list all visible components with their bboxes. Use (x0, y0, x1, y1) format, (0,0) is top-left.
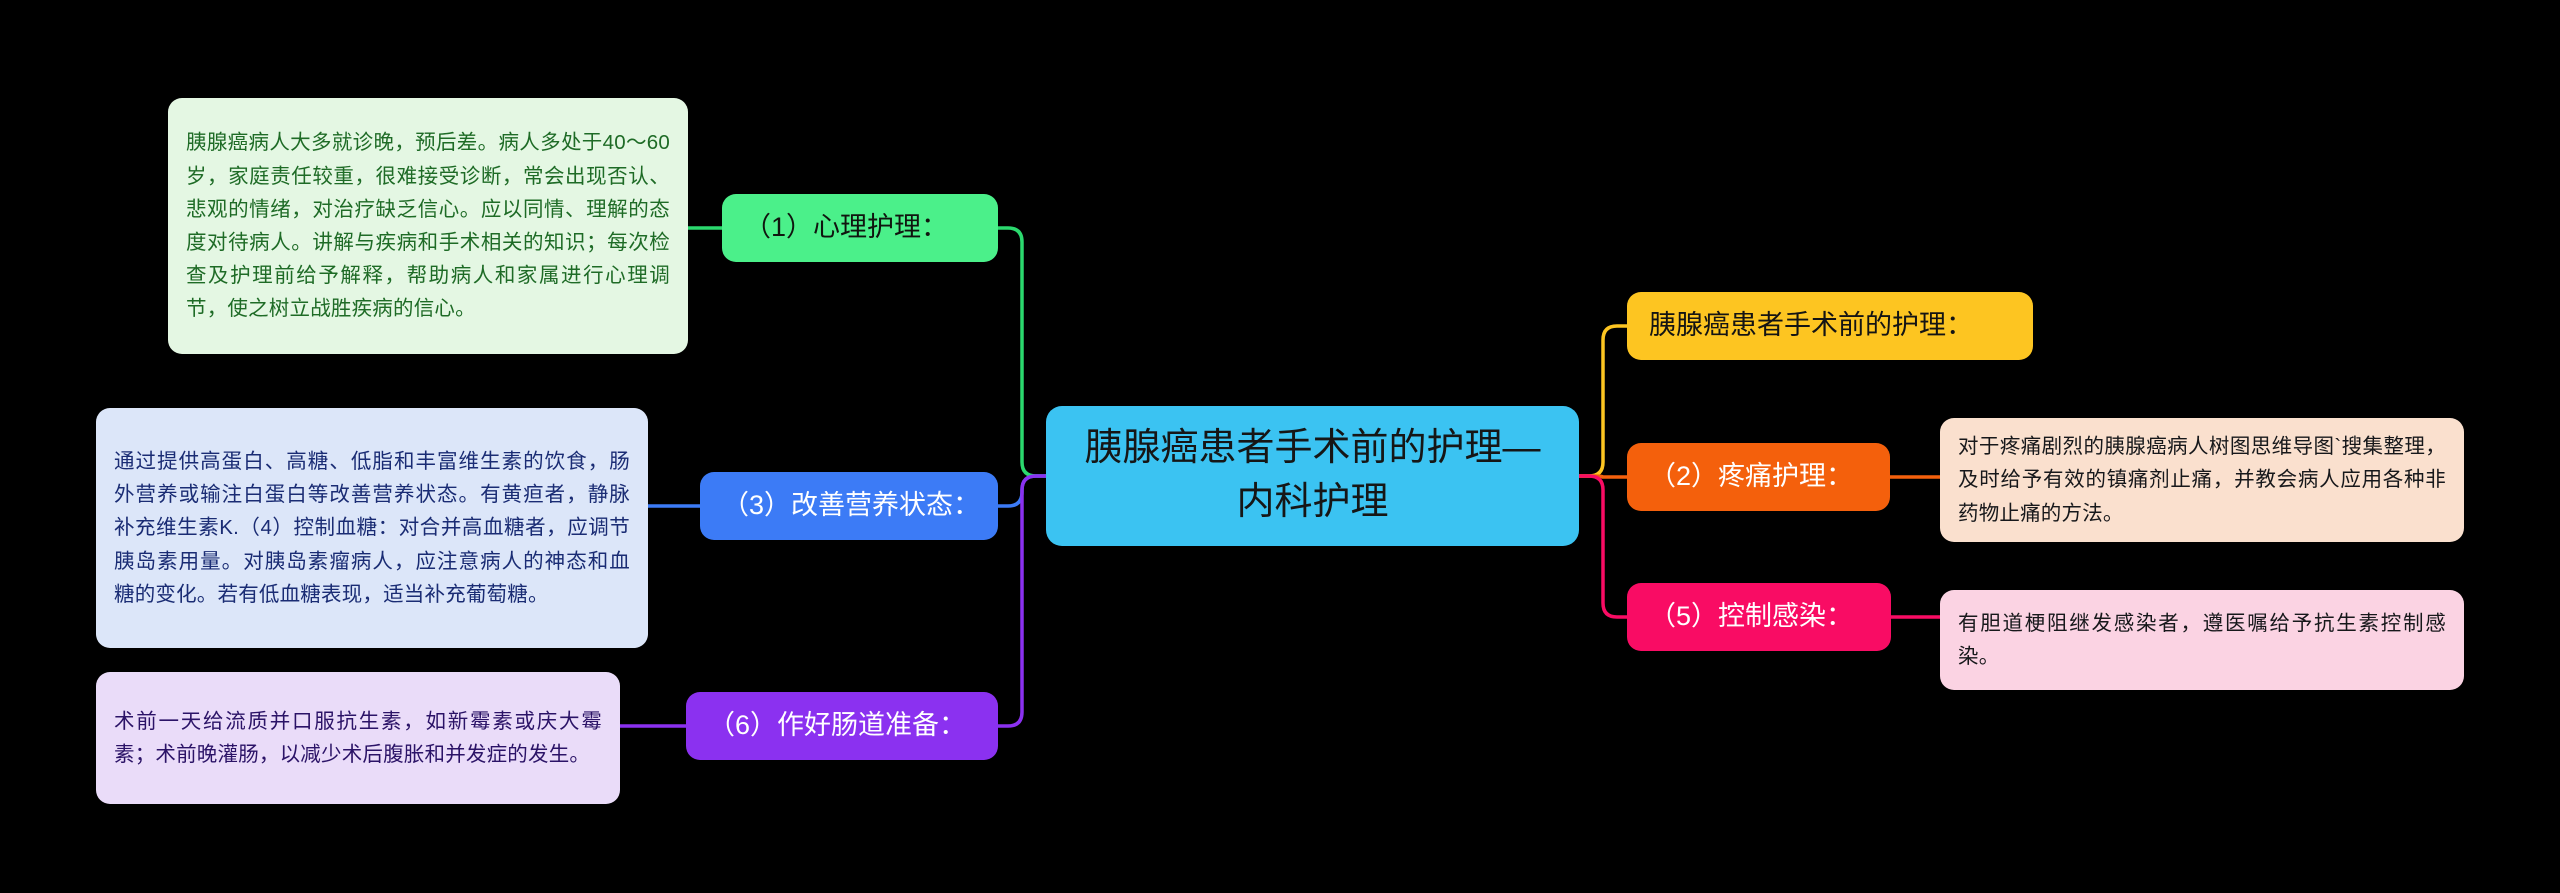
detail-box-bowel-preparation: 术前一天给流质并口服抗生素，如新霉素或庆大霉素；术前晚灌肠，以减少术后腹胀和并发… (96, 672, 620, 804)
node-improve-nutrition[interactable]: （3）改善营养状态： (700, 472, 998, 540)
node-bowel-preparation[interactable]: （6）作好肠道准备： (686, 692, 998, 760)
node-label-improve-nutrition: （3）改善营养状态： (722, 490, 981, 521)
detail-text-pain-care: 对于疼痛剧烈的胰腺癌病人树图思维导图`搜集整理，及时给予有效的镇痛剂止痛，并教会… (1958, 435, 2446, 525)
node-label-preoperative-care: 胰腺癌患者手术前的护理： (1649, 310, 1973, 341)
link-nutrition-to-root (998, 474, 1046, 508)
node-infection-control[interactable]: （5）控制感染： (1627, 583, 1891, 651)
link-bowel-to-root (998, 474, 1046, 728)
node-label-pain-care: （2）疼痛护理： (1649, 461, 1854, 492)
detail-text-psychological-care: 胰腺癌病人大多就诊晚，预后差。病人多处于40～60岁，家庭责任较重，很难接受诊断… (186, 131, 670, 321)
link-root-to-infection (1579, 474, 1627, 619)
node-preoperative-care[interactable]: 胰腺癌患者手术前的护理： (1627, 292, 2033, 360)
node-pain-care[interactable]: （2）疼痛护理： (1627, 443, 1890, 511)
detail-box-nutrition: 通过提供高蛋白、高糖、低脂和丰富维生素的饮食，肠外营养或输注白蛋白等改善营养状态… (96, 408, 648, 648)
node-label-psychological-care: （1）心理护理： (744, 212, 949, 243)
detail-box-infection-control: 有胆道梗阻继发感染者，遵医嘱给予抗生素控制感染。 (1940, 590, 2464, 690)
link-root-to-pain (1579, 474, 1627, 479)
link-psych-to-root (998, 226, 1046, 478)
link-root-to-preop (1579, 324, 1627, 478)
node-label-infection-control: （5）控制感染： (1649, 601, 1854, 632)
node-label-bowel-preparation: （6）作好肠道准备： (708, 710, 967, 741)
detail-text-bowel-preparation: 术前一天给流质并口服抗生素，如新霉素或庆大霉素；术前晚灌肠，以减少术后腹胀和并发… (114, 709, 602, 766)
root-node[interactable]: 胰腺癌患者手术前的护理—内科护理 (1046, 406, 1579, 546)
detail-text-nutrition: 通过提供高蛋白、高糖、低脂和丰富维生素的饮食，肠外营养或输注白蛋白等改善营养状态… (114, 449, 630, 606)
detail-text-infection-control: 有胆道梗阻继发感染者，遵医嘱给予抗生素控制感染。 (1958, 611, 2446, 668)
detail-box-pain-care: 对于疼痛剧烈的胰腺癌病人树图思维导图`搜集整理，及时给予有效的镇痛剂止痛，并教会… (1940, 418, 2464, 542)
node-psychological-care[interactable]: （1）心理护理： (722, 194, 998, 262)
detail-box-psychological-care: 胰腺癌病人大多就诊晚，预后差。病人多处于40～60岁，家庭责任较重，很难接受诊断… (168, 98, 688, 354)
root-node-label: 胰腺癌患者手术前的护理—内科护理 (1084, 427, 1541, 523)
